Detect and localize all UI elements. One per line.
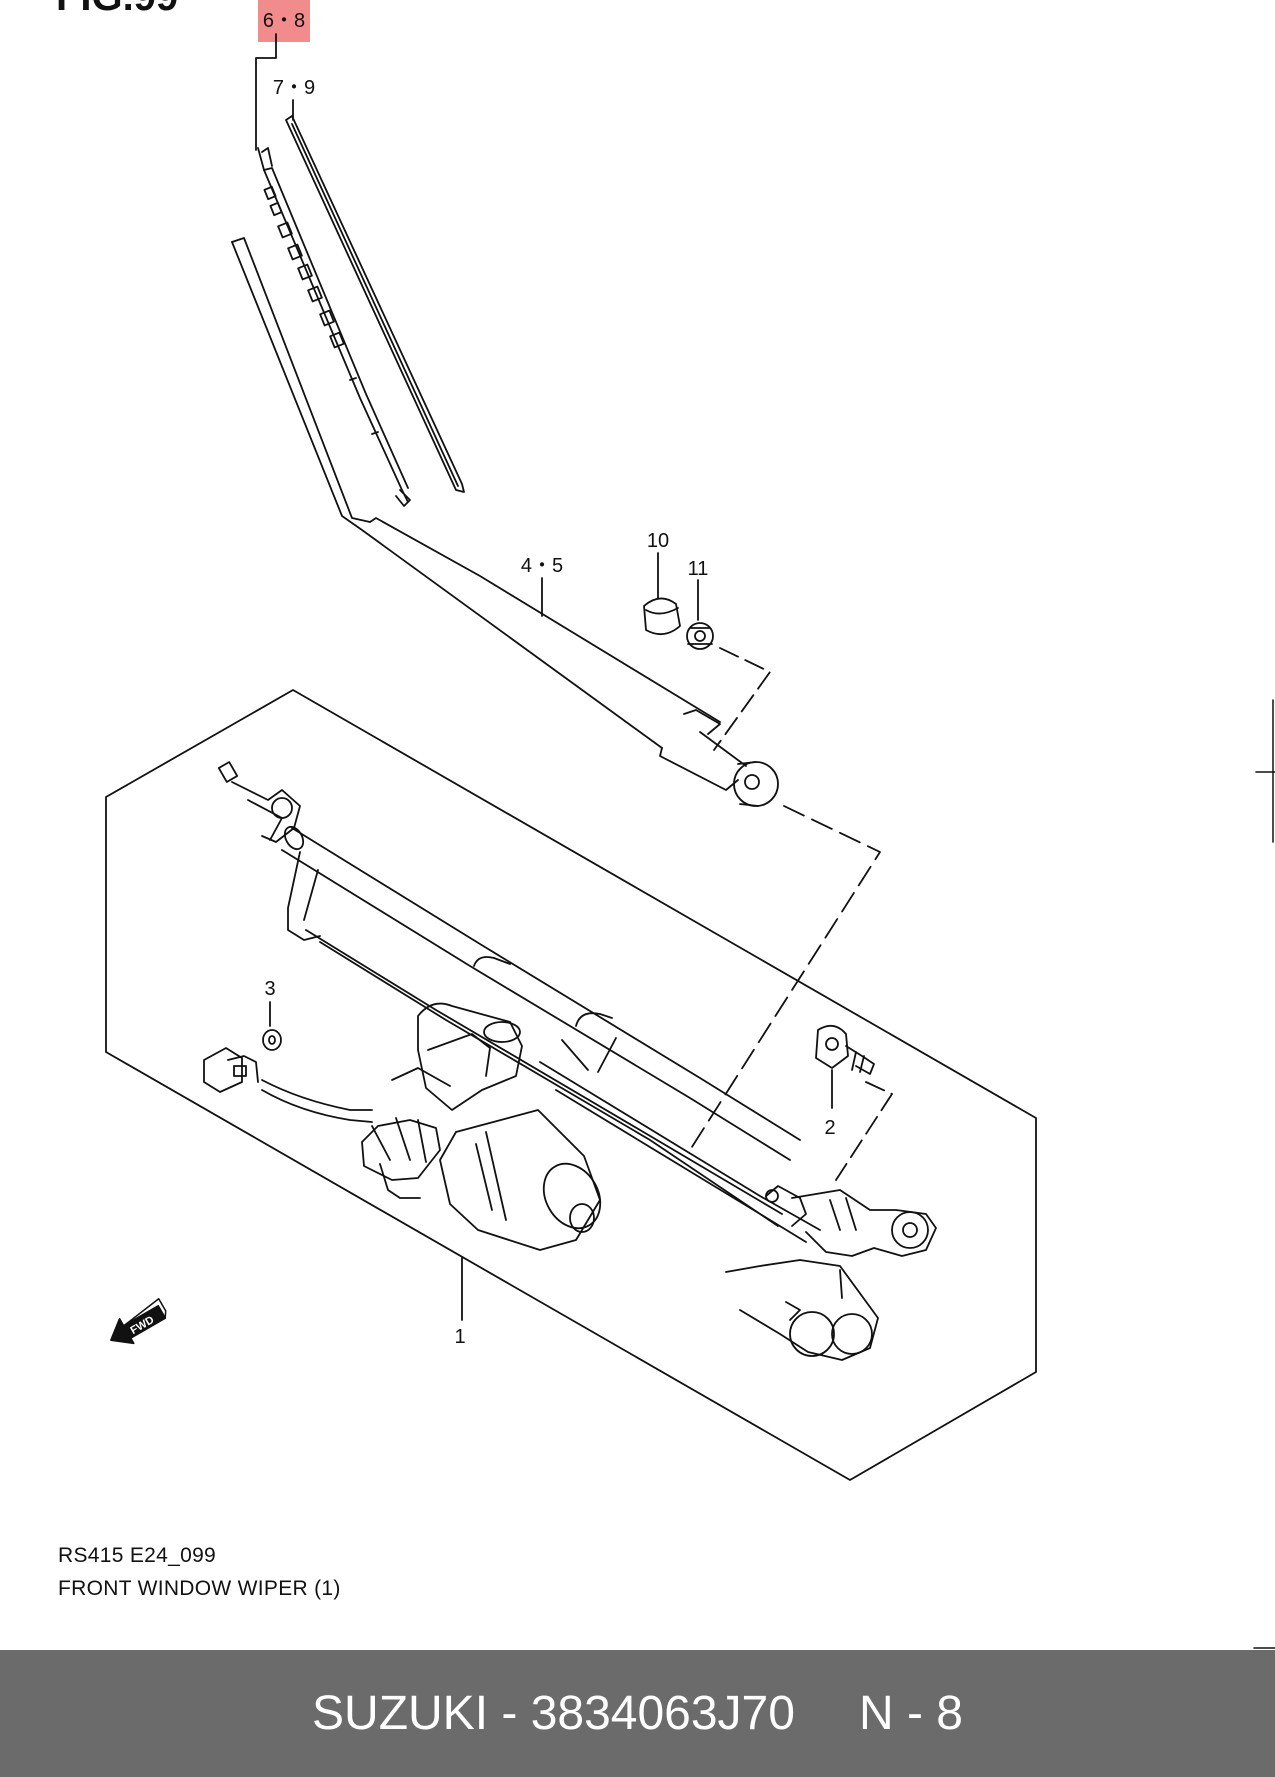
callout-7-9[interactable]: 7・9: [273, 77, 315, 99]
wiper-arm: [231, 237, 779, 807]
callout-11[interactable]: 11: [688, 558, 709, 580]
leader-6-8: [255, 33, 277, 151]
leader-nut-to-arm: [713, 647, 771, 751]
parts-diagram: FIG.99 6・8 7・9: [56, 0, 1275, 1649]
wiper-rubber: [285, 115, 465, 493]
fwd-label: FWD: [129, 1314, 157, 1337]
callout-6-8[interactable]: 6・8: [263, 10, 305, 32]
callout-2[interactable]: 2: [824, 1117, 835, 1139]
callout-4-5[interactable]: 4・5: [521, 555, 563, 577]
wiper-blade: [257, 147, 411, 507]
wiper-linkage: [217, 761, 937, 1361]
callout-1[interactable]: 1: [454, 1326, 465, 1348]
bolt: [815, 1024, 875, 1075]
leader-arm-to-pivot: [689, 805, 881, 1151]
nut: [686, 622, 714, 650]
figure-code: RS415 E24_099: [58, 1544, 217, 1567]
footer-bar: SUZUKI - 3834063J70 N - 8: [0, 1650, 1275, 1777]
connector-plug: [203, 1047, 259, 1093]
cap: [643, 597, 681, 636]
footer-part-number: SUZUKI - 3834063J70: [312, 1687, 795, 1740]
figure-title: FIG.99: [56, 0, 178, 19]
footer-position: N - 8: [858, 1687, 963, 1740]
assembly-outline: [105, 689, 1037, 1481]
callout-3[interactable]: 3: [264, 978, 275, 1000]
highlight-box: [258, 0, 310, 42]
fwd-arrow-icon: FWD: [110, 1297, 167, 1345]
edge-mark: [1255, 699, 1275, 843]
washer: [262, 1029, 282, 1051]
figure-name: FRONT WINDOW WIPER (1): [58, 1577, 341, 1600]
callout-10[interactable]: 10: [647, 530, 669, 552]
leader-bolt-to-pivot: [835, 1081, 893, 1181]
